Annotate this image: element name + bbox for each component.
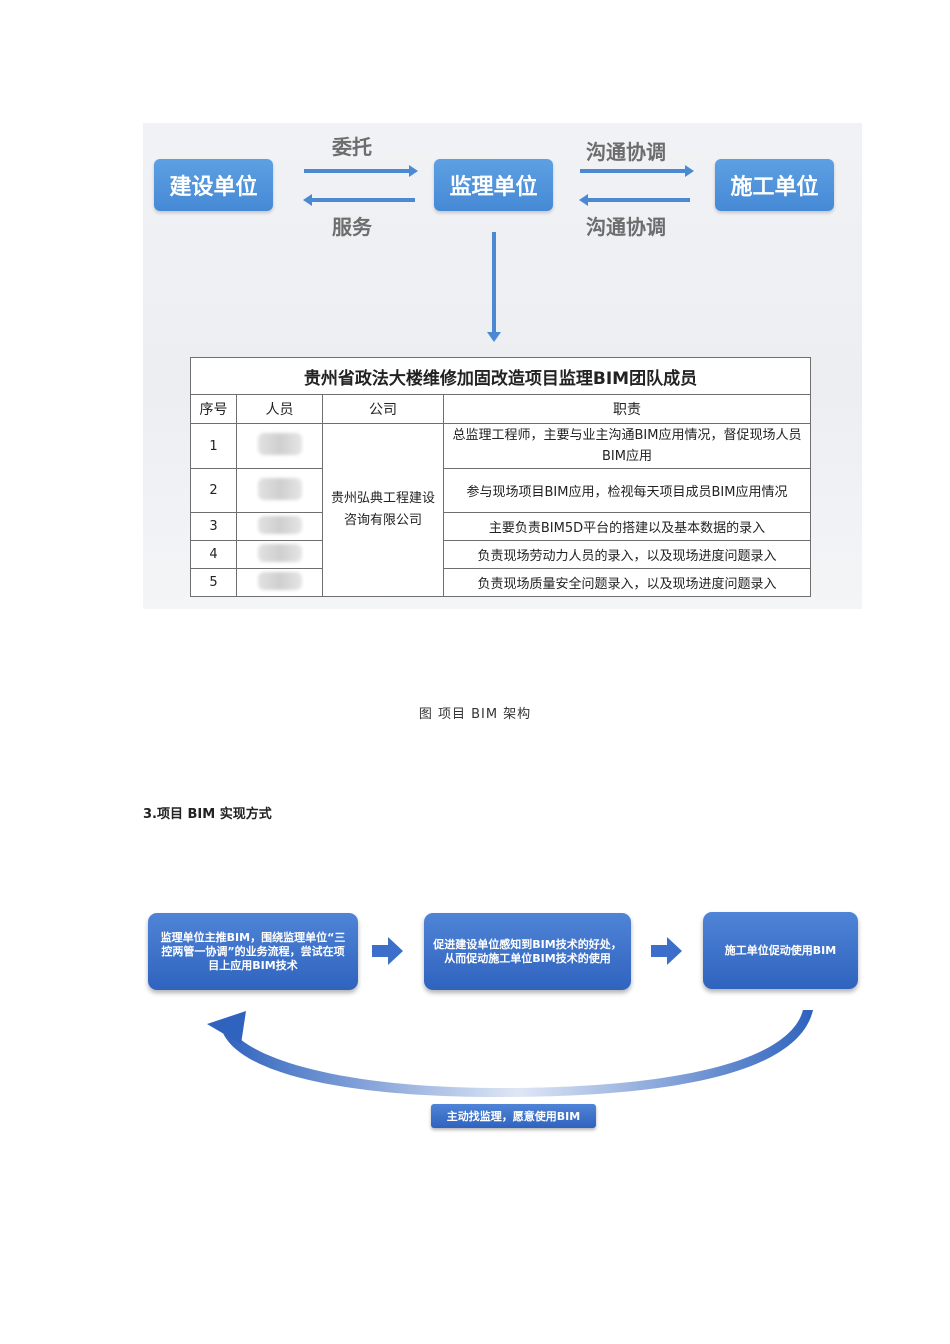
row-no: 5 (190, 568, 237, 597)
flow-box-supervision: 监理单位主推BIM，围绕监理单位“三控两管一协调”的业务流程，尝试在项目上应用B… (148, 913, 358, 990)
blurred-name (257, 515, 302, 534)
flow-box-construction: 促进建设单位感知到BIM技术的好处，从而促动施工单位BIM技术的使用 (424, 913, 631, 990)
service-label: 服务 (332, 215, 372, 239)
duty-cell: 主要负责BIM5D平台的搭建以及基本数据的录入 (443, 512, 811, 541)
row-no: 1 (190, 423, 237, 469)
duty-cell: 负责现场质量安全问题录入，以及现场进度问题录入 (443, 568, 811, 597)
bim-architecture-figure: 建设单位 监理单位 施工单位 委托 服务 沟通协调 沟通协调 贵州省政法大楼维修… (143, 123, 862, 609)
blurred-name (257, 477, 302, 500)
row-no: 3 (190, 512, 237, 541)
coordinate-bottom-label: 沟通协调 (586, 215, 666, 239)
coordinate-top-label: 沟通协调 (586, 140, 666, 164)
coordinate-left-arrow (579, 194, 690, 206)
down-arrow (487, 232, 501, 342)
person-cell (236, 468, 323, 513)
header-duty: 职责 (443, 394, 811, 424)
header-no: 序号 (190, 394, 237, 424)
header-company: 公司 (322, 394, 444, 424)
coordinate-right-arrow (580, 165, 694, 177)
person-cell (236, 512, 323, 541)
person-cell (236, 540, 323, 569)
supervision-unit-box: 监理单位 (434, 159, 553, 211)
row-no: 4 (190, 540, 237, 569)
construction-unit-box: 建设单位 (154, 159, 273, 211)
blurred-name (257, 433, 302, 455)
table-title: 贵州省政法大楼维修加固改造项目监理BIM团队成员 (190, 357, 811, 395)
entrust-label: 委托 (332, 135, 372, 159)
header-person: 人员 (236, 394, 323, 424)
duty-cell: 参与现场项目BIM应用，检视每天项目成员BIM应用情况 (443, 468, 811, 513)
contractor-unit-box: 施工单位 (715, 159, 834, 211)
section-heading: 3.项目 BIM 实现方式 (143, 807, 272, 822)
figure-caption: 图 项目 BIM 架构 (418, 707, 532, 722)
entrust-arrow (304, 165, 418, 177)
bim-team-table: 贵州省政法大楼维修加固改造项目监理BIM团队成员 序号 人员 公司 职责 1 贵… (190, 357, 811, 597)
blurred-name (257, 571, 302, 590)
person-cell (236, 568, 323, 597)
service-arrow (303, 194, 415, 206)
row-no: 2 (190, 468, 237, 513)
company-cell: 贵州弘典工程建设咨询有限公司 (322, 423, 444, 597)
person-cell (236, 423, 323, 469)
duty-cell: 总监理工程师，主要与业主沟通BIM应用情况，督促现场人员BIM应用 (443, 423, 811, 469)
duty-cell: 负责现场劳动力人员的录入，以及现场进度问题录入 (443, 540, 811, 569)
feedback-label: 主动找监理，愿意使用BIM (431, 1104, 596, 1128)
blurred-name (257, 543, 302, 562)
flow-box-contractor: 施工单位促动使用BIM (703, 912, 858, 989)
